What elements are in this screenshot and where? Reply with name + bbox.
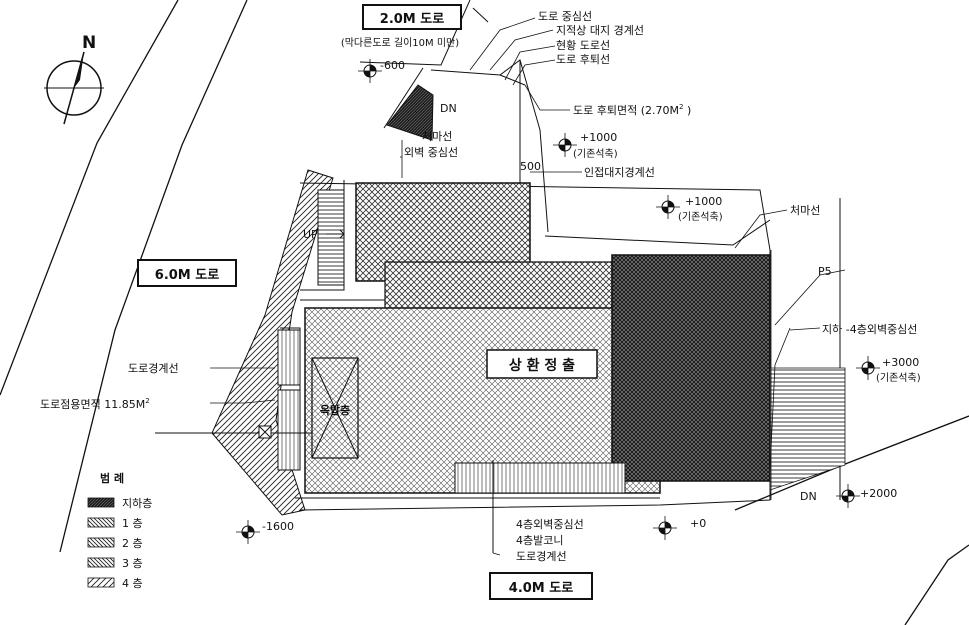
mark-p5: P5 — [818, 265, 832, 278]
legend-title: 범 례 — [100, 471, 124, 485]
svg-text:+1000: +1000 — [580, 131, 617, 144]
eave-boundary — [544, 219, 771, 246]
svg-text:6.0M 도로: 6.0M 도로 — [155, 268, 219, 283]
top-road-lines — [359, 0, 549, 233]
callout-wall-center-4f: 4층외벽중심선 — [516, 518, 584, 531]
road-note-top: (막다른도로 길이10M 미만) — [341, 36, 459, 49]
level-marker-1000b: +1000 (기존석축) — [656, 195, 723, 223]
balcony-4f — [454, 462, 626, 494]
svg-text:+1000: +1000 — [685, 195, 722, 208]
callout-setback-area: 도로 후퇴면적 (2.70M2 ) — [573, 103, 691, 117]
building-block-right — [611, 254, 771, 482]
north-label: N — [82, 33, 96, 53]
svg-text:4.0M 도로: 4.0M 도로 — [509, 581, 573, 596]
callout-wall-center-b4: 지하 -4층외벽중심선 — [822, 322, 917, 336]
callout-balcony-4f: 4층발코니 — [516, 534, 563, 547]
callout-cadastral-boundary: 지적상 대지 경계선 — [556, 24, 644, 37]
rooftop-box — [311, 357, 359, 459]
legend-label-2f: 2 층 — [122, 537, 143, 550]
level-marker-3000: +3000 (기존석축) — [856, 356, 921, 384]
callout-road-boundary-bottom: 도로경계선 — [516, 550, 567, 563]
legend-label-basement: 지하층 — [122, 496, 152, 510]
mark-dn-top: DN — [440, 102, 457, 115]
level-marker-2000: +2000 — [836, 484, 897, 508]
left-road-outline — [0, 0, 248, 553]
mark-dn-bottom: DN — [800, 490, 817, 503]
north-arrow: N — [44, 33, 104, 125]
svg-text:2.0M 도로: 2.0M 도로 — [380, 12, 444, 27]
callout-eave-line-right: 처마선 — [790, 204, 820, 217]
legend-label-1f: 1 층 — [122, 517, 143, 530]
building-main-block — [304, 307, 661, 494]
rooftop-label: 옥탑층 — [320, 403, 350, 417]
legend-label-4f: 4 층 — [122, 577, 143, 590]
road-label-top: 2.0M 도로 — [362, 4, 462, 30]
svg-text:-600: -600 — [380, 59, 405, 72]
road-label-left: 6.0M 도로 — [137, 259, 237, 287]
svg-text:(기존석축): (기존석축) — [678, 211, 723, 223]
svg-text:+2000: +2000 — [860, 487, 897, 500]
mark-dim-500: 500 — [520, 160, 541, 173]
stair-up — [317, 189, 345, 286]
legend-swatch-basement — [87, 497, 115, 508]
callout-road-setback: 도로 후퇴선 — [556, 53, 610, 66]
legend-swatch-3f — [87, 557, 115, 568]
level-marker-m600: -600 — [358, 59, 405, 83]
svg-text:+3000: +3000 — [882, 356, 919, 369]
level-marker-m1600: -1600 — [236, 520, 294, 544]
basement-entry — [386, 84, 434, 141]
legend-label-3f: 3 층 — [122, 557, 143, 570]
callout-road-use-area: 도로점용면적 11.85M2 — [40, 397, 150, 411]
mark-up: UP — [303, 228, 318, 241]
legend-swatch-2f — [87, 537, 115, 548]
svg-text:(기존석축): (기존석축) — [573, 148, 618, 160]
legend-swatch-1f — [87, 517, 115, 528]
svg-text:-1600: -1600 — [262, 520, 294, 533]
svg-text:(기존석축): (기존석축) — [876, 372, 921, 384]
leader-lines — [210, 17, 846, 556]
balcony-side — [277, 329, 301, 386]
svg-text:상 환 정 출: 상 환 정 출 — [509, 357, 575, 374]
legend: 범 례 지하층 1 층 2 층 3 층 4 층 — [87, 471, 152, 590]
callout-road-boundary-left: 도로경계선 — [128, 362, 179, 375]
manhole-icon — [258, 425, 272, 439]
level-marker-0: +0 — [653, 516, 706, 540]
callout-road-center: 도로 중심선 — [538, 10, 592, 23]
level-marker-1000a: +1000 (기존석축) — [553, 131, 618, 160]
balcony-side-lower — [277, 389, 301, 471]
road-label-bottom: 4.0M 도로 — [489, 572, 593, 600]
callout-eave-line-top: 처마선 — [422, 130, 452, 143]
callout-adjacent-boundary: 인접대지경계선 — [584, 166, 655, 179]
callout-wall-center: 외벽 중심선 — [404, 146, 458, 159]
svg-text:+0: +0 — [690, 517, 706, 530]
legend-swatch-4f — [87, 577, 115, 588]
callout-current-road-line: 현황 도로선 — [556, 39, 610, 52]
building-label: 상 환 정 출 — [486, 349, 598, 379]
right-terrace — [769, 367, 846, 491]
